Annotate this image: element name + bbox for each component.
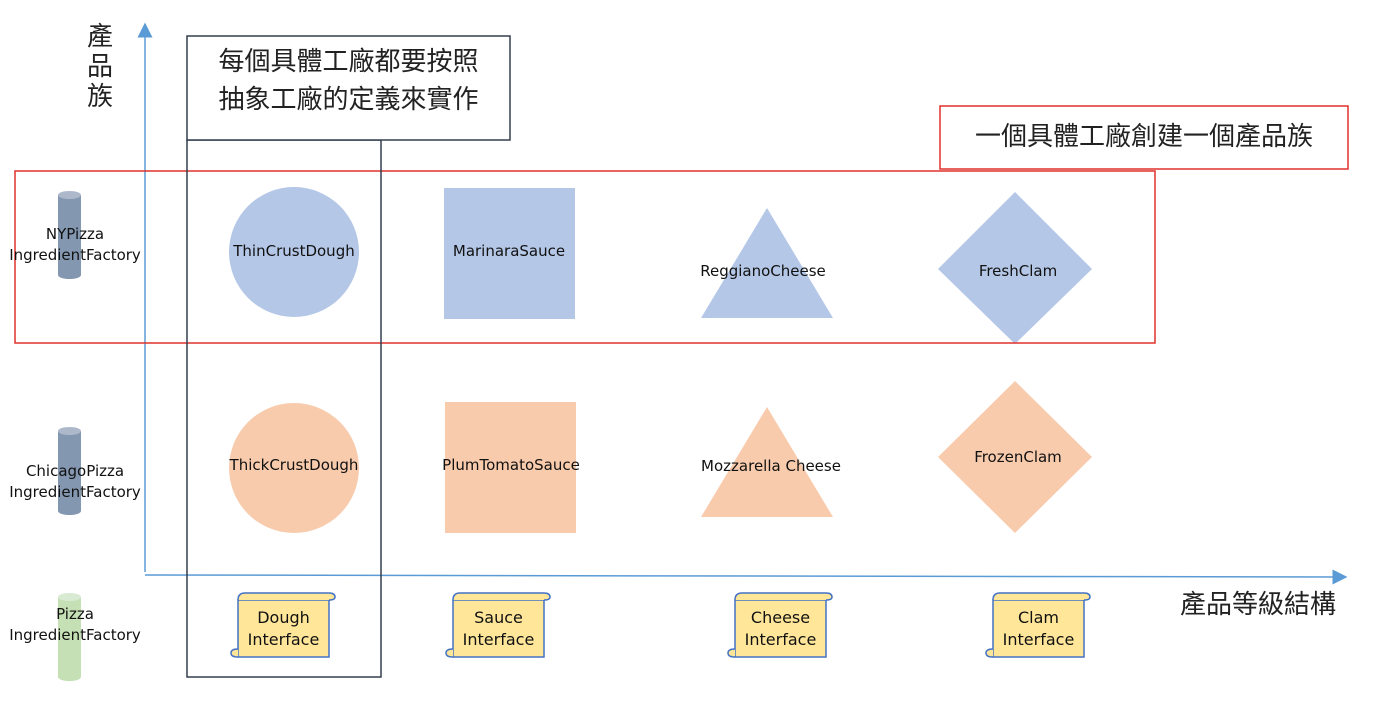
chicago-sauce-square <box>445 402 576 533</box>
clam-interface-label: Clam Interface <box>1002 608 1075 649</box>
chicago-sauce-label: PlumTomatoSauce <box>442 456 580 474</box>
family-rule-callout: 一個具體工廠創建一個產品族 <box>974 122 1313 152</box>
ny-sauce-label: MarinaraSauce <box>452 242 566 260</box>
ny-clam-label: FreshClam <box>978 262 1058 280</box>
ny-factory-cylinder <box>58 191 81 279</box>
chicago-factory-label: ChicagoPizza IngredientFactory <box>9 462 141 501</box>
ny-cheese-triangle <box>701 208 833 318</box>
ny-dough-circle <box>229 187 359 317</box>
y-axis-label: 產 品 族 <box>86 22 113 112</box>
dough-interface-label: Dough Interface <box>247 608 320 649</box>
abstract-factory-cylinder <box>58 593 81 681</box>
chicago-cheese-triangle <box>701 407 833 517</box>
cheese-interface-label: Cheese Interface <box>744 608 817 649</box>
product-family-box <box>14 170 1156 344</box>
ny-sauce-square <box>444 188 575 319</box>
factory-callout-box <box>186 35 511 141</box>
chicago-dough-label: ThickCrustDough <box>229 456 359 474</box>
family-callout-box <box>939 105 1349 170</box>
sauce-interface-label: Sauce Interface <box>462 608 535 649</box>
ny-dough-label: ThinCrustDough <box>233 242 355 260</box>
sauce-interface-scroll <box>445 592 551 658</box>
chicago-dough-circle <box>229 403 359 533</box>
x-axis-label: 產品等級結構 <box>1179 590 1336 620</box>
clam-interface-scroll <box>985 592 1091 658</box>
chicago-clam-label: FrozenClam <box>974 448 1062 466</box>
dough-interface-scroll <box>230 592 336 658</box>
ny-clam-diamond <box>938 192 1092 344</box>
ny-factory-label: NYPizza IngredientFactory <box>9 225 141 264</box>
chicago-factory-cylinder <box>58 427 81 515</box>
cheese-interface-scroll <box>727 592 833 658</box>
factory-rule-callout: 每個具體工廠都要按照 抽象工廠的定義來實作 <box>218 47 479 115</box>
chicago-clam-diamond <box>938 381 1092 533</box>
ny-cheese-label: ReggianoCheese <box>700 262 826 280</box>
abstract-factory-label: Pizza IngredientFactory <box>9 605 141 644</box>
chicago-cheese-label: Mozzarella Cheese <box>701 457 841 475</box>
x-axis <box>144 569 1348 585</box>
